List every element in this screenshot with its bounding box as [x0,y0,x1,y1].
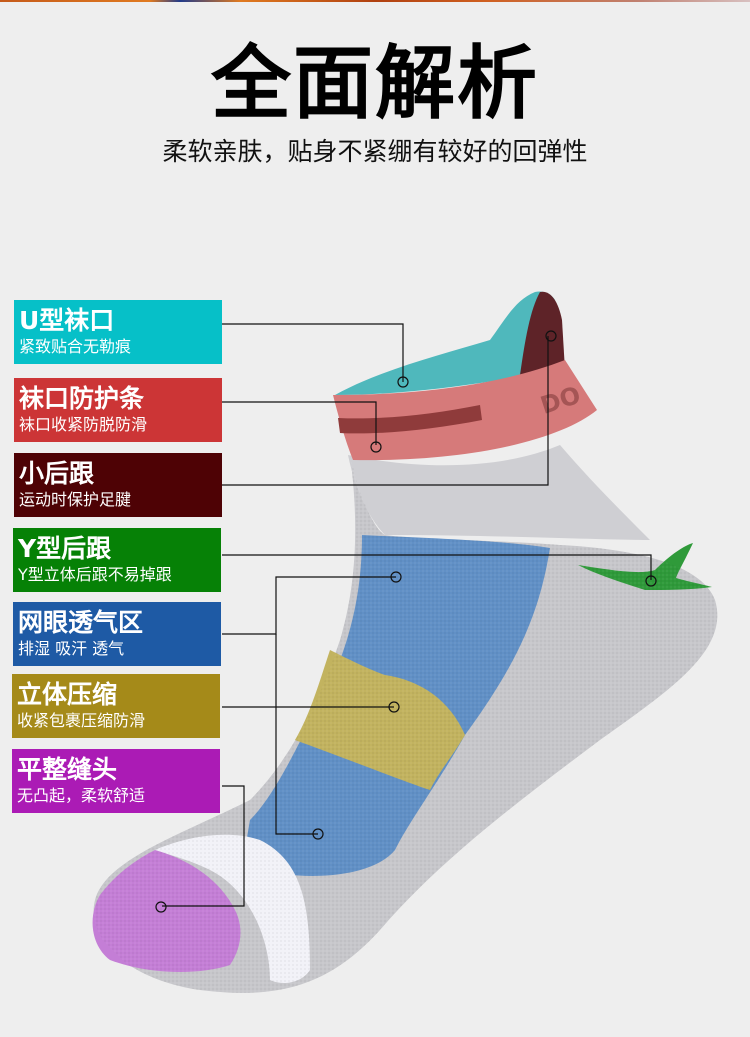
connector-lines [162,323,652,907]
top-decorative-bar [0,0,750,2]
feature-flat-seam: 平整缝头 无凸起，柔软舒适 [12,749,220,813]
connector-dots [155,330,657,913]
upper-band [348,445,650,540]
feature-small-heel: 小后跟 运动时保护足腱 [14,453,222,517]
cuff-inner [335,291,560,395]
feature-desc: 排湿 吸汗 透气 [18,639,125,658]
feature-y-heel: Y型后跟 Y型立体后跟不易掉跟 [13,528,221,592]
feature-title: 平整缝头 [17,755,118,784]
knit-texture [93,455,718,993]
feature-desc: 无凸起，柔软舒适 [17,786,146,805]
feature-u-cuff: U型袜口 紧致贴合无勒痕 [14,300,222,364]
feature-desc: 紧致贴合无勒痕 [19,337,132,356]
feature-title: U型袜口 [19,306,115,335]
feature-desc: Y型立体后跟不易掉跟 [18,565,172,584]
feature-mesh-zone: 网眼透气区 排湿 吸汗 透气 [13,602,221,666]
feature-title: 网眼透气区 [18,608,144,637]
feature-desc: 收紧包裹压缩防滑 [17,711,146,730]
feature-title: 小后跟 [19,459,95,488]
feature-desc: 运动时保护足腱 [19,490,132,509]
feature-title: 袜口防护条 [19,384,145,413]
page-subtitle: 柔软亲肤，贴身不紧绷有较好的回弹性 [162,137,588,166]
heel-tab [520,291,565,375]
feature-desc: 袜口收紧防脱防滑 [19,415,148,434]
page-title: 全面解析 [211,37,539,130]
cuff-stripe [338,405,482,434]
feature-title: 立体压缩 [17,680,118,709]
feature-title: Y型后跟 [18,534,112,563]
feature-compression: 立体压缩 收紧包裹压缩防滑 [12,674,220,738]
feature-cuff-guard: 袜口防护条 袜口收紧防脱防滑 [14,378,222,442]
